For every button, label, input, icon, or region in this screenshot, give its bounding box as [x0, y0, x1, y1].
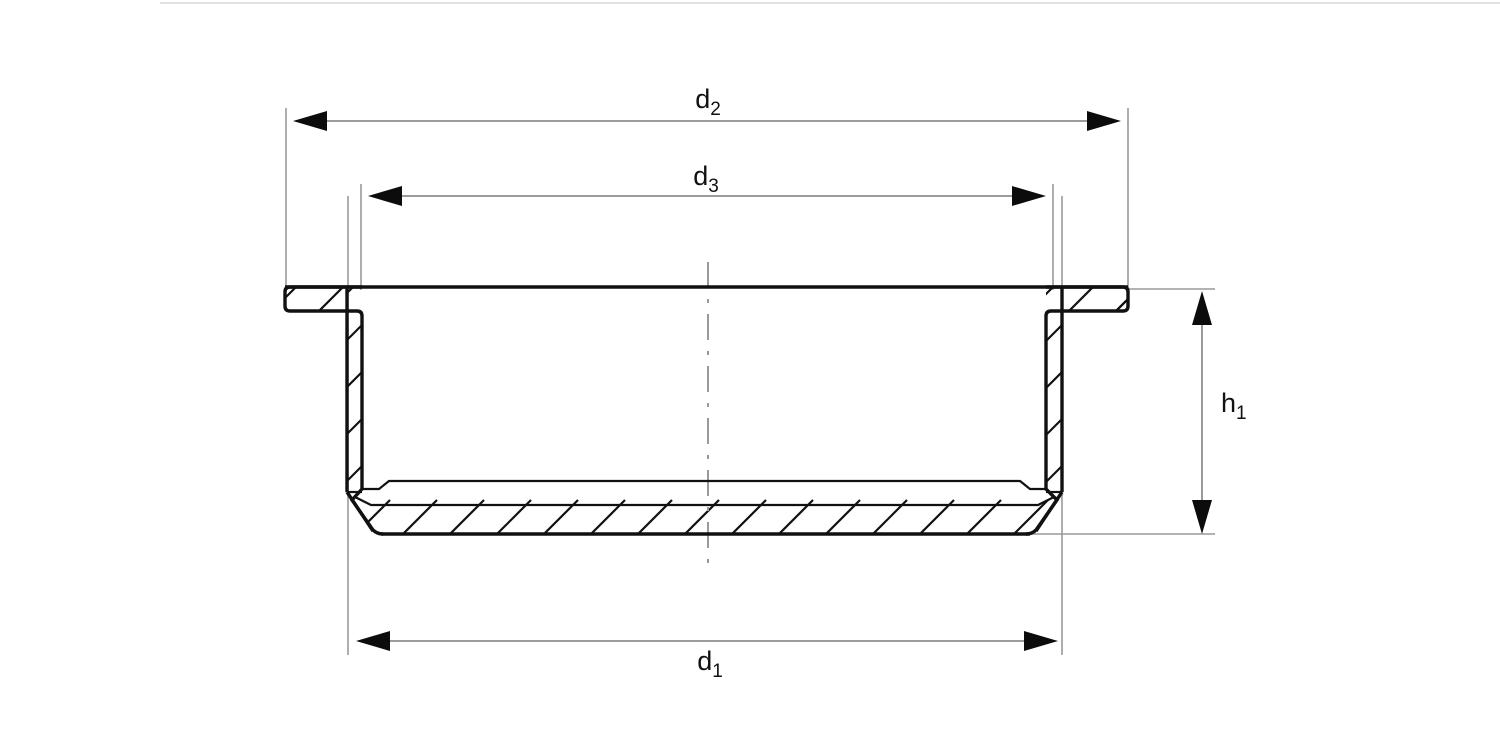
outline-base-inner-step — [354, 496, 1055, 507]
dimension-label-h1-subscript: 1 — [1236, 403, 1247, 424]
dimension-h1: h1 — [1192, 291, 1247, 534]
dimension-label-d2-subscript: 2 — [710, 99, 721, 120]
outline-left-side — [283, 285, 384, 536]
arrow-head-h1-top — [1192, 291, 1212, 325]
dimension-d3: d3 — [368, 161, 1046, 206]
hatch-base — [347, 499, 1062, 534]
dimension-label-d1: d1 — [697, 646, 723, 682]
arrow-head-d3-right — [1012, 186, 1046, 206]
outline-right-bottom-chamfer — [1034, 491, 1064, 532]
arrow-head-d2-right — [1087, 111, 1121, 131]
arrow-head-h1-bottom — [1192, 500, 1212, 534]
dimension-label-d2-base: d — [695, 84, 710, 114]
extension-lines — [285, 108, 1215, 655]
dimension-label-d3-subscript: 3 — [708, 176, 719, 197]
part-outline — [283, 285, 1130, 536]
arrow-head-d3-left — [368, 186, 402, 206]
hatch-wall-left — [347, 287, 362, 500]
arrow-head-d1-right — [1024, 631, 1058, 651]
hatch-wall-right — [1046, 287, 1062, 500]
dimension-label-d2: d2 — [695, 84, 721, 120]
outline-left-bottom-chamfer — [345, 491, 375, 532]
outline-cavity-floor — [362, 479, 1046, 491]
dimension-d1: d1 — [356, 631, 1058, 682]
arrow-head-d1-left — [356, 631, 390, 651]
dimension-label-d1-base: d — [697, 646, 712, 676]
section-hatching — [285, 287, 1128, 534]
outline-right-side — [1025, 285, 1130, 536]
dimension-label-d1-subscript: 1 — [712, 661, 723, 682]
arrow-head-d2-left — [293, 111, 327, 131]
hatch-flange-left — [285, 287, 362, 311]
dimension-label-h1: h1 — [1221, 388, 1247, 424]
dimension-label-h1-base: h — [1221, 388, 1236, 418]
dimension-label-d3: d3 — [693, 161, 719, 197]
dimension-label-d3-base: d — [693, 161, 708, 191]
dimension-d2: d2 — [293, 84, 1121, 131]
